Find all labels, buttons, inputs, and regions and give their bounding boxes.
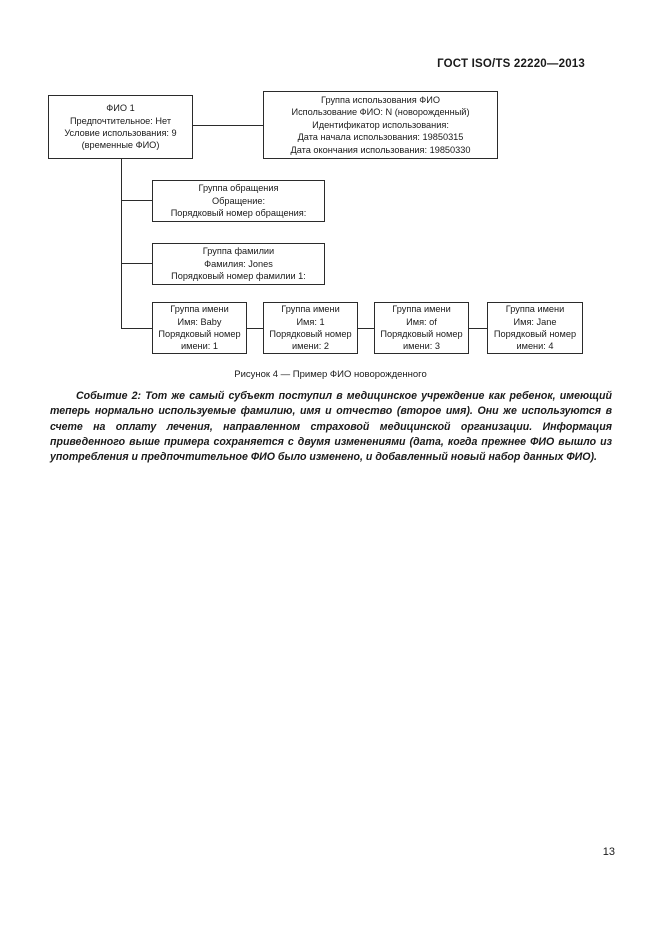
connector-given1-to-given2: [247, 328, 263, 330]
node-given-name-group-1: Группа имени Имя: Baby Порядковый номер …: [152, 302, 247, 354]
node-name-1-line-4: (временные ФИО): [81, 140, 160, 151]
connector-branch-title-group: [121, 200, 152, 202]
connector-given3-to-given4: [469, 328, 487, 330]
connector-trunk-vertical: [121, 159, 123, 329]
node-name-1-line-2: Предпочтительное: Нет: [69, 115, 172, 126]
node-title-group-line-3: Порядковый номер обращения:: [170, 208, 307, 219]
body-paragraph-event-2: Событие 2: Тот же самый субъект поступил…: [50, 390, 612, 464]
node-given-name-group-4-line-3: Порядковый номер: [493, 329, 577, 339]
node-family-group-line-3: Порядковый номер фамилии 1:: [171, 271, 306, 282]
node-title-group-line-1: Группа обращения: [198, 183, 279, 194]
node-given-name-group-4-line-1: Группа имени: [505, 304, 565, 315]
node-given-name-group-1-line-4: имени: 1: [181, 341, 218, 352]
node-name-1-line-3: Условие использования: 9: [64, 128, 177, 138]
node-given-name-group-2-line-1: Группа имени: [281, 304, 340, 315]
node-given-name-group-1-line-1: Группа имени: [170, 304, 229, 315]
node-name-1: ФИО 1 Предпочтительное: Нет Условие испо…: [48, 95, 193, 159]
node-family-group: Группа фамилии Фамилия: Jones Порядковый…: [152, 243, 325, 285]
node-usage-group-line-2: Использование ФИО: N (новорожденный): [291, 107, 470, 118]
node-given-name-group-1-line-3: Порядковый номер: [158, 329, 241, 339]
node-given-name-group-3-line-4: имени: 3: [403, 341, 440, 352]
node-family-group-line-1: Группа фамилии: [202, 246, 275, 257]
node-name-1-line-1: ФИО 1: [106, 103, 135, 114]
node-given-name-group-3-line-3: Порядковый номер: [380, 329, 463, 339]
figure-caption: Рисунок 4 — Пример ФИО новорожденного: [234, 369, 427, 380]
node-family-group-line-2: Фамилия: Jones: [204, 258, 273, 269]
node-given-name-group-1-line-2: Имя: Baby: [177, 316, 222, 327]
node-title-group: Группа обращения Обращение: Порядковый н…: [152, 180, 325, 222]
node-given-name-group-4: Группа имени Имя: Jane Порядковый номер …: [487, 302, 583, 354]
node-given-name-group-2-line-2: Имя: 1: [296, 316, 325, 327]
node-given-name-group-3: Группа имени Имя: of Порядковый номер им…: [374, 302, 469, 354]
connector-branch-family-group: [121, 263, 152, 265]
standard-header-title: ГОСТ ISO/TS 22220—2013: [437, 58, 585, 70]
node-usage-group-line-1: Группа использования ФИО: [320, 94, 440, 105]
node-given-name-group-2-line-4: имени: 2: [292, 341, 329, 352]
node-given-name-group-3-line-2: Имя: of: [406, 316, 437, 327]
connector-name1-to-usage-group: [193, 125, 263, 127]
node-given-name-group-4-line-4: имени: 4: [516, 341, 554, 352]
node-given-name-group-2-line-3: Порядковый номер: [269, 329, 352, 339]
figure-4-diagram: ФИО 1 Предпочтительное: Нет Условие испо…: [0, 0, 661, 390]
node-given-name-group-3-line-1: Группа имени: [392, 304, 451, 315]
node-usage-group-line-3: Идентификатор использования:: [312, 119, 449, 130]
node-title-group-line-2: Обращение:: [211, 195, 266, 206]
node-usage-group: Группа использования ФИО Использование Ф…: [263, 91, 498, 159]
connector-given2-to-given3: [358, 328, 374, 330]
page-number: 13: [602, 846, 615, 858]
connector-branch-given-group: [121, 328, 152, 330]
node-given-name-group-2: Группа имени Имя: 1 Порядковый номер име…: [263, 302, 358, 354]
node-usage-group-line-4: Дата начала использования: 19850315: [297, 132, 464, 143]
node-usage-group-line-5: Дата окончания использования: 19850330: [290, 144, 471, 155]
node-given-name-group-4-line-2: Имя: Jane: [513, 316, 557, 327]
